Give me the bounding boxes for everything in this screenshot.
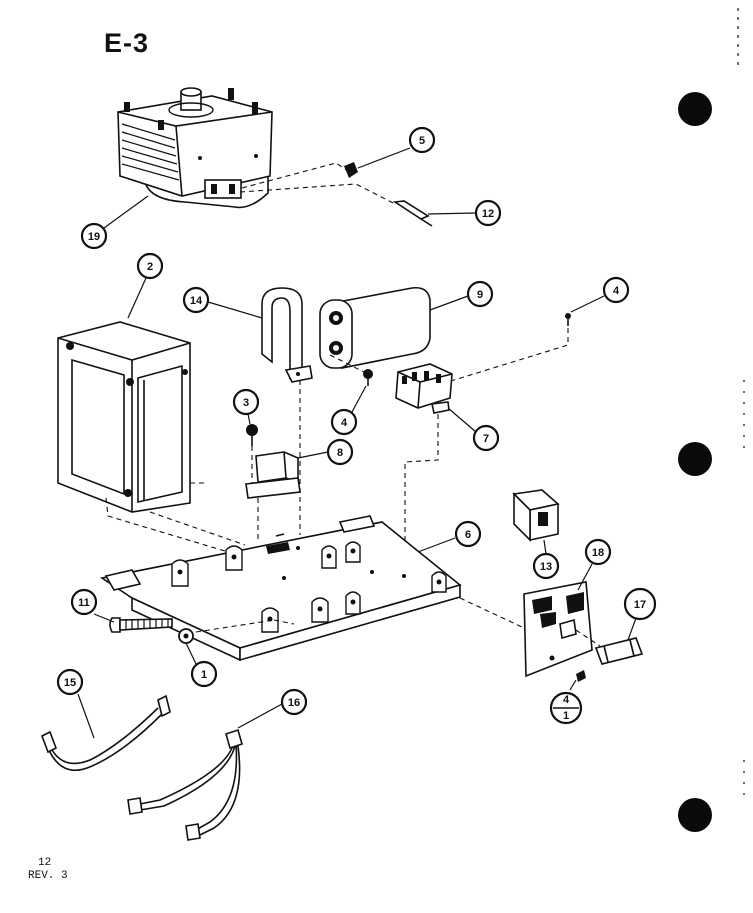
callout-4-middle: 4: [330, 408, 358, 436]
punch-hole-top: [678, 92, 712, 126]
punch-hole-bottom: [678, 798, 712, 832]
callout-19-label: 19: [88, 231, 100, 243]
callout-17: 17: [623, 587, 657, 621]
page-title: E-3: [104, 28, 150, 58]
screw-4-upper-part: [565, 295, 605, 326]
connector-13-part: [512, 489, 560, 555]
callout-16-label: 16: [288, 697, 300, 709]
margin-marks: [737, 8, 745, 800]
screw-4-middle-dashed-guide: [329, 354, 369, 375]
screw-4-middle-part: [363, 369, 373, 386]
page-footer: 12 REV. 3: [28, 857, 68, 883]
callout-6: 6: [454, 520, 482, 548]
transformer-part: [57, 321, 191, 513]
page-number: 12: [38, 857, 52, 869]
callout-5: 5: [408, 126, 436, 154]
callout-14-label: 14: [190, 295, 203, 307]
callout-7-label: 7: [483, 433, 489, 445]
connector-5-part: [344, 147, 411, 178]
fuse-holder-18-part: [523, 563, 593, 678]
transformer-dashed-guides: [105, 482, 266, 564]
callout-6-label: 6: [465, 529, 471, 541]
callout-9-label: 9: [477, 289, 483, 301]
wire-harness-16-part: [127, 703, 283, 841]
switch-8-part: [245, 451, 329, 499]
callout-13-label: 13: [540, 561, 552, 573]
probe-12-part: [392, 200, 477, 227]
callout-14: 14: [182, 286, 210, 314]
callout-19: 19: [80, 222, 108, 250]
callout-1: 1: [190, 660, 218, 688]
callout-fraction-bottom: 1: [563, 710, 569, 722]
callout-9: 9: [466, 280, 494, 308]
callout-fraction-4-1: 4 1: [549, 691, 583, 725]
callout-12-label: 12: [482, 208, 494, 220]
callout-4-upper-label: 4: [613, 285, 620, 297]
screw-4-1-part: [569, 670, 586, 691]
callout-3: 3: [232, 388, 260, 416]
revision-label: REV. 3: [28, 870, 68, 882]
washer-1-part: [178, 628, 197, 665]
callout-4-middle-label: 4: [341, 417, 348, 429]
callout-2: 2: [136, 252, 164, 280]
callout-18-label: 18: [592, 547, 604, 559]
callout-11-label: 11: [78, 597, 90, 609]
callout-3-label: 3: [243, 397, 249, 409]
callout-13: 13: [532, 552, 560, 580]
relay-dashed-guide: [404, 414, 439, 575]
callout-12: 12: [474, 199, 502, 227]
callout-1-label: 1: [201, 669, 207, 681]
relay-7-part: [395, 363, 477, 433]
callout-fraction-top: 4: [563, 694, 570, 706]
screw-3-part: [246, 424, 258, 446]
callout-18: 18: [584, 538, 612, 566]
fuse-17-part: [594, 617, 644, 665]
callout-4-upper: 4: [602, 276, 630, 304]
callout-17-label: 17: [634, 599, 646, 611]
magnetron-dashed-guides: [239, 162, 396, 205]
wire-harness-15-part: [40, 693, 171, 771]
washer-dashed-guide: [195, 619, 295, 633]
screw-11-part: [93, 613, 173, 633]
bracket-14-part: [261, 287, 313, 383]
callout-7: 7: [472, 424, 500, 452]
capacitor-9-part: [319, 286, 431, 369]
base-plate-6-part: [99, 515, 462, 662]
callout-5-label: 5: [419, 135, 425, 147]
callout-15-label: 15: [64, 677, 76, 689]
punch-hole-middle: [678, 442, 712, 476]
callout-8-label: 8: [337, 447, 343, 459]
callout-8: 8: [326, 438, 354, 466]
callout-2-label: 2: [147, 261, 153, 273]
fuse-holder-dashed-guide: [459, 597, 601, 647]
callout-15: 15: [56, 668, 84, 696]
callout-16: 16: [280, 688, 308, 716]
magnetron-part: [117, 87, 273, 209]
callout-11: 11: [70, 588, 98, 616]
